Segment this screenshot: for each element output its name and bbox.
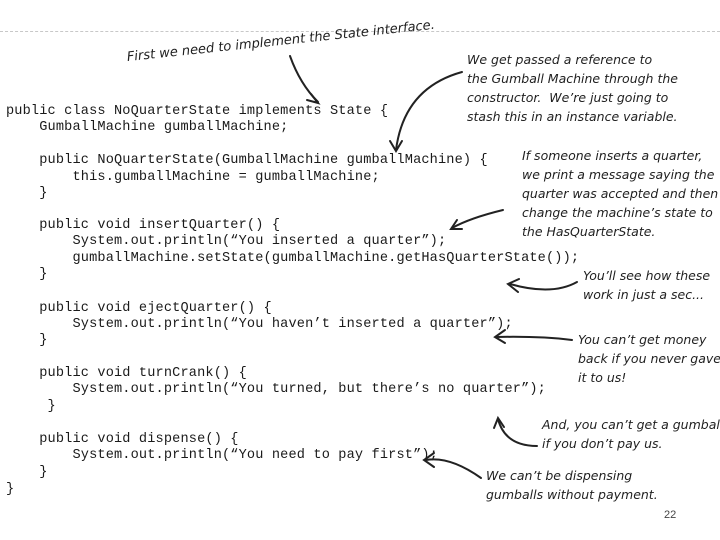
note-see-how: You’ll see how these work in just a sec.…: [583, 268, 711, 302]
code-line: }: [6, 482, 15, 497]
slide-number: 22: [664, 509, 677, 521]
arrow-to-class: [289, 55, 319, 103]
code-line: System.out.println(“You haven’t inserted…: [6, 317, 513, 332]
code-line: public void turnCrank() {: [6, 366, 247, 381]
code-line: }: [6, 399, 56, 414]
arrow-to-field: [395, 71, 463, 151]
arrow-to-see-how: [509, 281, 578, 291]
code-line: public NoQuarterState(GumballMachine gum…: [6, 153, 488, 168]
code-line: public void ejectQuarter() {: [6, 301, 272, 316]
arrow-to-crank: [493, 415, 505, 429]
code-line: public class NoQuarterState implements S…: [6, 104, 389, 119]
code-line: public void dispense() {: [6, 432, 239, 447]
arrow-to-field: [389, 140, 403, 153]
top-divider: [0, 31, 720, 32]
arrow-to-eject: [495, 335, 573, 341]
code-line: System.out.println(“You need to pay firs…: [6, 448, 438, 463]
code-line: System.out.println(“You inserted a quart…: [6, 234, 447, 249]
note-turn-crank: And, you can’t get a gumball if you don’…: [542, 417, 720, 451]
note-dispense: We can’t be dispensing gumballs without …: [486, 468, 658, 502]
code-line: this.gumballMachine = gumballMachine;: [6, 170, 380, 185]
arrow-to-eject: [493, 329, 506, 344]
arrow-to-see-how: [506, 278, 520, 293]
arrow-to-insert: [449, 219, 463, 230]
arrow-to-crank: [497, 418, 538, 447]
arrow-to-insert: [451, 209, 504, 229]
code-line: public void insertQuarter() {: [6, 218, 281, 233]
code-line: gumballMachine.setState(gumballMachine.g…: [6, 251, 580, 266]
code-line: System.out.println(“You turned, but ther…: [6, 382, 546, 397]
note-constructor: We get passed a reference to the Gumball…: [467, 52, 678, 124]
note-eject-quarter: You can’t get money back if you never ga…: [578, 332, 720, 385]
code-line: GumballMachine gumballMachine;: [6, 120, 289, 135]
arrow-to-dispense: [422, 452, 435, 468]
code-line: }: [6, 186, 48, 201]
code-line: }: [6, 267, 48, 282]
arrow-to-dispense: [425, 458, 482, 479]
arrow-to-class: [306, 93, 321, 105]
code-line: }: [6, 465, 48, 480]
note-insert-quarter: If someone inserts a quarter, we print a…: [522, 148, 719, 239]
code-line: }: [6, 333, 48, 348]
